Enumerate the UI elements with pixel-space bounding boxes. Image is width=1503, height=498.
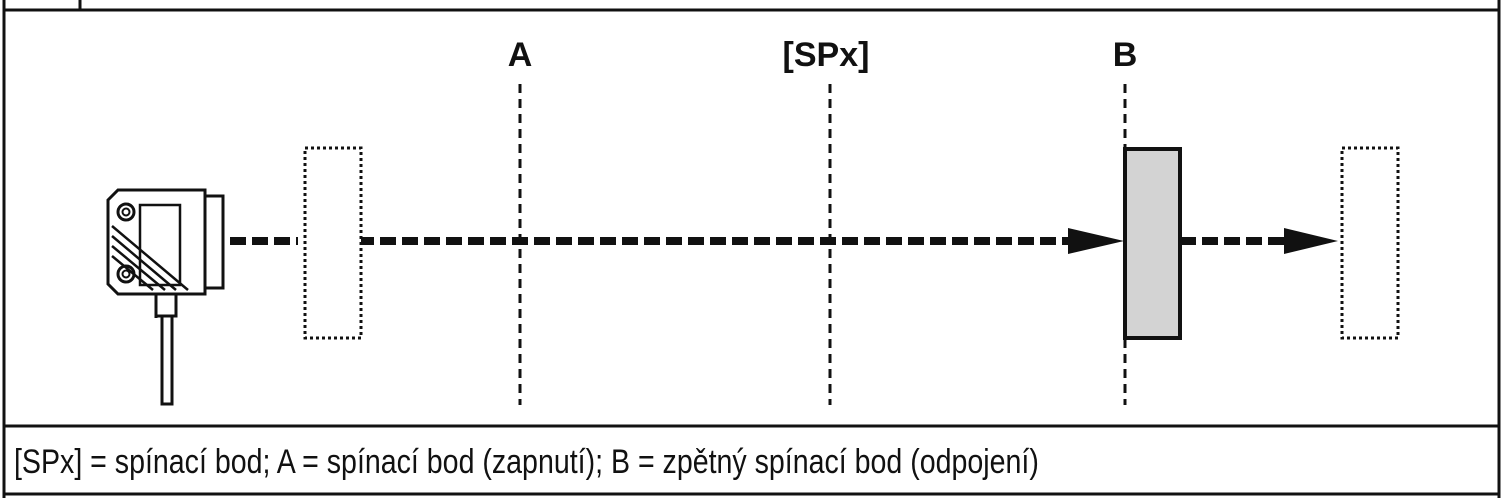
target-outline-near [303,146,363,340]
target-object [1123,147,1182,340]
beam-arrowhead [1068,228,1124,254]
label-spx: [SPx] [783,36,870,74]
legend-caption: [SPx] = spínací bod; A = spínací bod (za… [14,442,1039,481]
target-outline-far [1340,146,1400,340]
label-b: B [1113,36,1138,74]
label-a: A [508,36,533,74]
photoelectric-sensor-icon [106,188,225,406]
beam-arrowhead-end [1284,228,1338,254]
threshold-lines [518,84,1127,405]
